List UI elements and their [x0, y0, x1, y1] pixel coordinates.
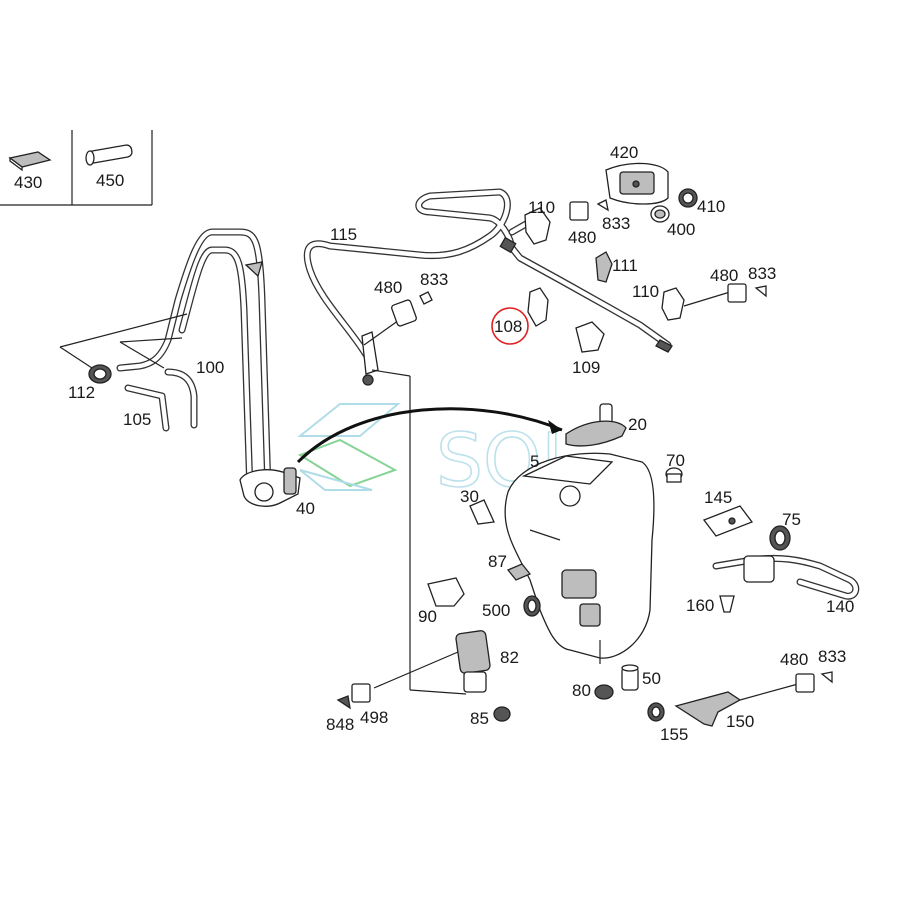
part-label-140: 140 [826, 597, 854, 616]
part-label-155: 155 [660, 725, 688, 744]
part-label-400: 400 [667, 220, 695, 239]
bracket-145 [702, 505, 754, 537]
part-label-111: 111 [612, 256, 638, 275]
grommet-155 [647, 702, 665, 722]
part-label-833-d: 833 [818, 647, 846, 666]
connector-480-833-c [683, 283, 767, 307]
part-label-105: 105 [123, 410, 151, 429]
part-label-5: 5 [530, 452, 539, 471]
part-label-82: 82 [500, 648, 519, 667]
part-label-112: 112 [68, 383, 95, 402]
flow-arrow-head [548, 420, 562, 434]
sleeve-50 [621, 664, 639, 691]
part-label-110-b: 110 [632, 282, 659, 301]
pad-icon [8, 151, 52, 172]
part-label-150: 150 [726, 712, 754, 731]
grommet-500 [523, 595, 541, 617]
connector-498 [336, 651, 459, 710]
legend-table: 430 450 [0, 130, 153, 206]
flow-arrow [296, 407, 563, 464]
part-label-498: 498 [360, 708, 388, 727]
nozzle-housing-420 [605, 162, 669, 205]
highlight-circle-108[interactable]: 108 [491, 307, 529, 345]
cap-70 [665, 467, 683, 483]
part-label-30: 30 [460, 487, 479, 506]
part-label-450: 450 [96, 171, 124, 190]
part-label-87: 87 [488, 552, 507, 571]
part-label-833-b: 833 [420, 270, 448, 289]
part-label-420: 420 [610, 143, 638, 162]
part-label-85: 85 [470, 709, 489, 728]
part-label-50: 50 [642, 669, 661, 688]
part-label-80: 80 [572, 681, 591, 700]
grommet-410 [678, 188, 698, 208]
part-label-480-d: 480 [780, 650, 808, 669]
grommet-80 [594, 684, 614, 700]
part-label-833-c: 833 [748, 264, 776, 283]
connector-480-833-b [391, 291, 433, 327]
bracket-90 [427, 577, 465, 607]
part-label-40: 40 [296, 499, 315, 518]
grommet-85 [493, 706, 511, 722]
nozzle-150 [674, 691, 742, 727]
part-label-160: 160 [686, 596, 714, 615]
part-label-90: 90 [418, 607, 437, 626]
connector-480-833-d [739, 671, 833, 701]
part-label-70: 70 [666, 451, 685, 470]
part-label-75: 75 [782, 510, 801, 529]
part-label-20: 20 [628, 415, 647, 434]
part-label-410: 410 [697, 197, 725, 216]
part-label-145: 145 [704, 488, 732, 507]
washer-hose-upper [303, 188, 685, 695]
washer-pump-82 [455, 630, 491, 693]
part-label-833-a: 833 [602, 214, 630, 233]
part-label-108: 108 [494, 317, 522, 336]
part-label-480-a: 480 [568, 228, 596, 247]
bracket-30 [469, 499, 495, 525]
washer-reservoir-5 [504, 452, 655, 664]
tube-icon [85, 144, 133, 166]
part-label-110-a: 110 [528, 198, 555, 217]
connector-480-833-a [569, 199, 609, 221]
part-label-480-c: 480 [710, 266, 738, 285]
nut-87 [506, 563, 532, 581]
part-label-500: 500 [482, 601, 510, 620]
clip-160 [719, 595, 735, 613]
filler-neck-140 [712, 554, 860, 600]
part-label-430: 430 [14, 173, 42, 192]
reservoir-cap-20 [565, 403, 627, 447]
part-label-848: 848 [326, 715, 354, 734]
part-label-480-b: 480 [374, 278, 402, 297]
part-label-100: 100 [196, 358, 224, 377]
grommet-75 [769, 525, 791, 551]
part-label-109: 109 [572, 358, 600, 377]
washer-hose-left [59, 228, 301, 507]
grommet-400 [650, 205, 670, 223]
part-label-115: 115 [330, 225, 357, 244]
